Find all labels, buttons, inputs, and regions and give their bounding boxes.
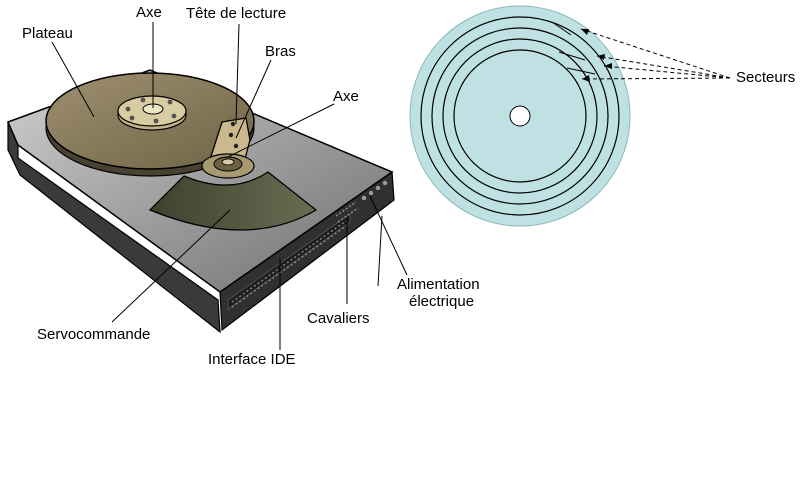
leader-lines [51,22,408,350]
platter [45,72,255,177]
ide-connector [227,213,351,310]
label-servocommande: Servocommande [37,326,150,343]
label-plateau: Plateau [22,25,73,42]
power-connector [361,180,388,201]
label-electrique: électrique [409,293,474,310]
sector-pointers [580,28,731,80]
sector-arrowheads [581,29,612,82]
label-cavaliers: Cavaliers [307,310,370,327]
label-interface-ide: Interface IDE [208,351,296,368]
label-bras: Bras [265,43,296,60]
disk-sectors-diagram [409,5,631,227]
label-secteurs: Secteurs [736,69,795,86]
label-alimentation: Alimentation [397,276,480,293]
label-tete-de-lecture: Tête de lecture [186,5,286,22]
label-axe-right: Axe [333,88,359,105]
label-axe-top: Axe [136,4,162,21]
servo-actuator [148,171,318,231]
jumpers [335,201,359,223]
